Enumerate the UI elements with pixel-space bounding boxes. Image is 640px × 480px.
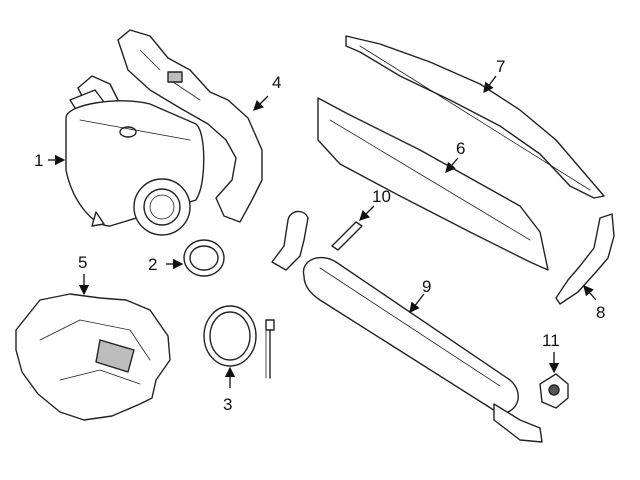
callout-7: 7 [483, 57, 505, 94]
callout-1: 1 [34, 151, 66, 170]
callout-11-label: 11 [542, 331, 560, 350]
part-4-bracket[interactable] [117, 29, 263, 223]
part-2-gasket[interactable] [183, 239, 225, 277]
callout-3: 3 [223, 366, 236, 414]
callout-4: 4 [253, 73, 281, 111]
callout-11: 11 [542, 331, 560, 374]
part-9-muffler[interactable] [271, 210, 543, 443]
callout-9-label: 9 [422, 277, 431, 296]
callout-5-label: 5 [78, 253, 87, 272]
callout-10-label: 10 [372, 187, 391, 206]
callout-2: 2 [148, 255, 184, 274]
callout-4-label: 4 [272, 73, 281, 92]
callout-9: 9 [409, 277, 431, 314]
callout-3-label: 3 [223, 395, 232, 414]
part-7-rail[interactable] [345, 35, 605, 199]
part-8-bracket[interactable] [555, 213, 615, 305]
callout-5: 5 [78, 253, 90, 296]
part-10-pin[interactable] [331, 221, 363, 251]
part-1-converter[interactable] [65, 75, 205, 236]
callout-8-label: 8 [596, 303, 605, 322]
part-11-hanger[interactable] [539, 373, 569, 409]
part-6-shield-panel[interactable] [317, 97, 549, 271]
callout-6-label: 6 [456, 139, 465, 158]
part-3-clamp[interactable] [203, 305, 275, 379]
callout-2-label: 2 [148, 255, 157, 274]
callout-10: 10 [359, 187, 391, 221]
callout-6: 6 [445, 139, 465, 173]
callout-1-label: 1 [34, 151, 43, 170]
callout-7-label: 7 [496, 57, 505, 76]
callout-8: 8 [583, 285, 605, 322]
part-5-heat-shield[interactable] [15, 293, 171, 421]
